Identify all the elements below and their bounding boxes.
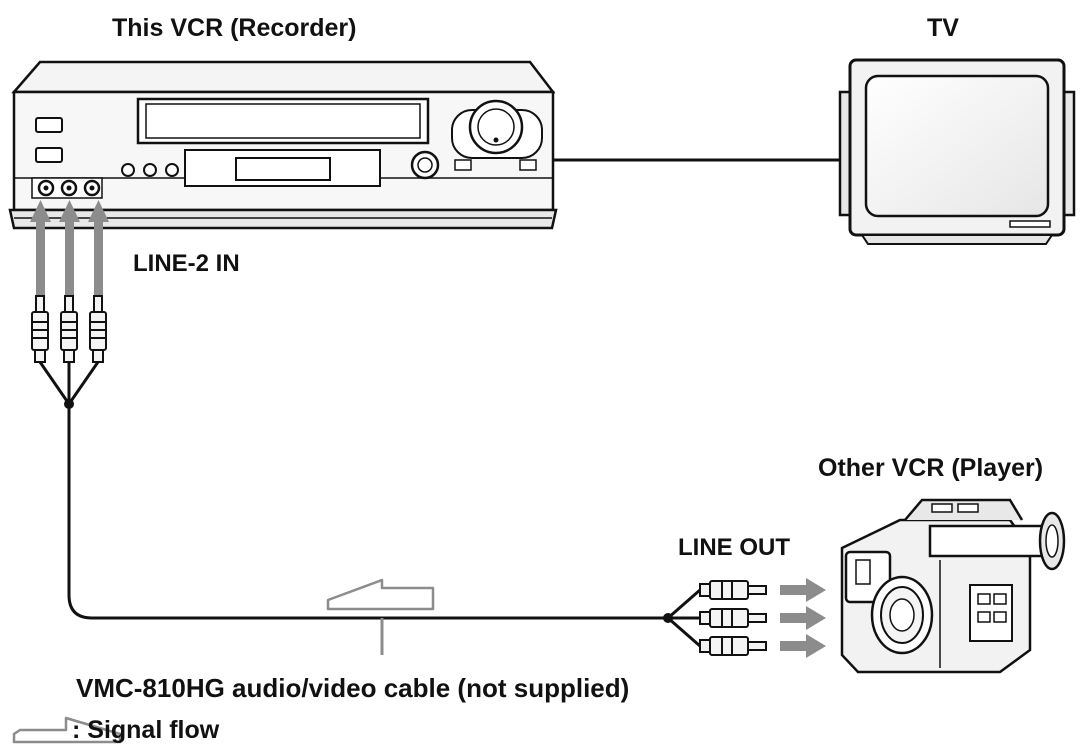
recorder-label: This VCR (Recorder) [112,14,357,42]
vcr-icon [8,60,558,230]
legend-label: : Signal flow [72,716,220,744]
tv-label: TV [927,14,959,42]
cable-label: VMC-810HG audio/video cable (not supplie… [76,673,630,703]
cable-junction-in [64,399,74,409]
line-in-label: LINE-2 IN [133,250,240,277]
signal-arrows-out [780,578,826,658]
signal-flow-arrow [326,578,435,611]
player-label: Other VCR (Player) [818,454,1044,482]
legend-arrow-icon [12,716,122,744]
cable-junction-out [663,613,673,623]
rca-plugs-out [699,580,767,656]
line-out-label: LINE OUT [678,534,790,561]
av-cable [38,361,701,648]
signal-arrows-in [30,200,109,296]
television-icon [838,58,1076,245]
rca-plugs-in [31,295,107,363]
camcorder-icon [840,498,1066,674]
